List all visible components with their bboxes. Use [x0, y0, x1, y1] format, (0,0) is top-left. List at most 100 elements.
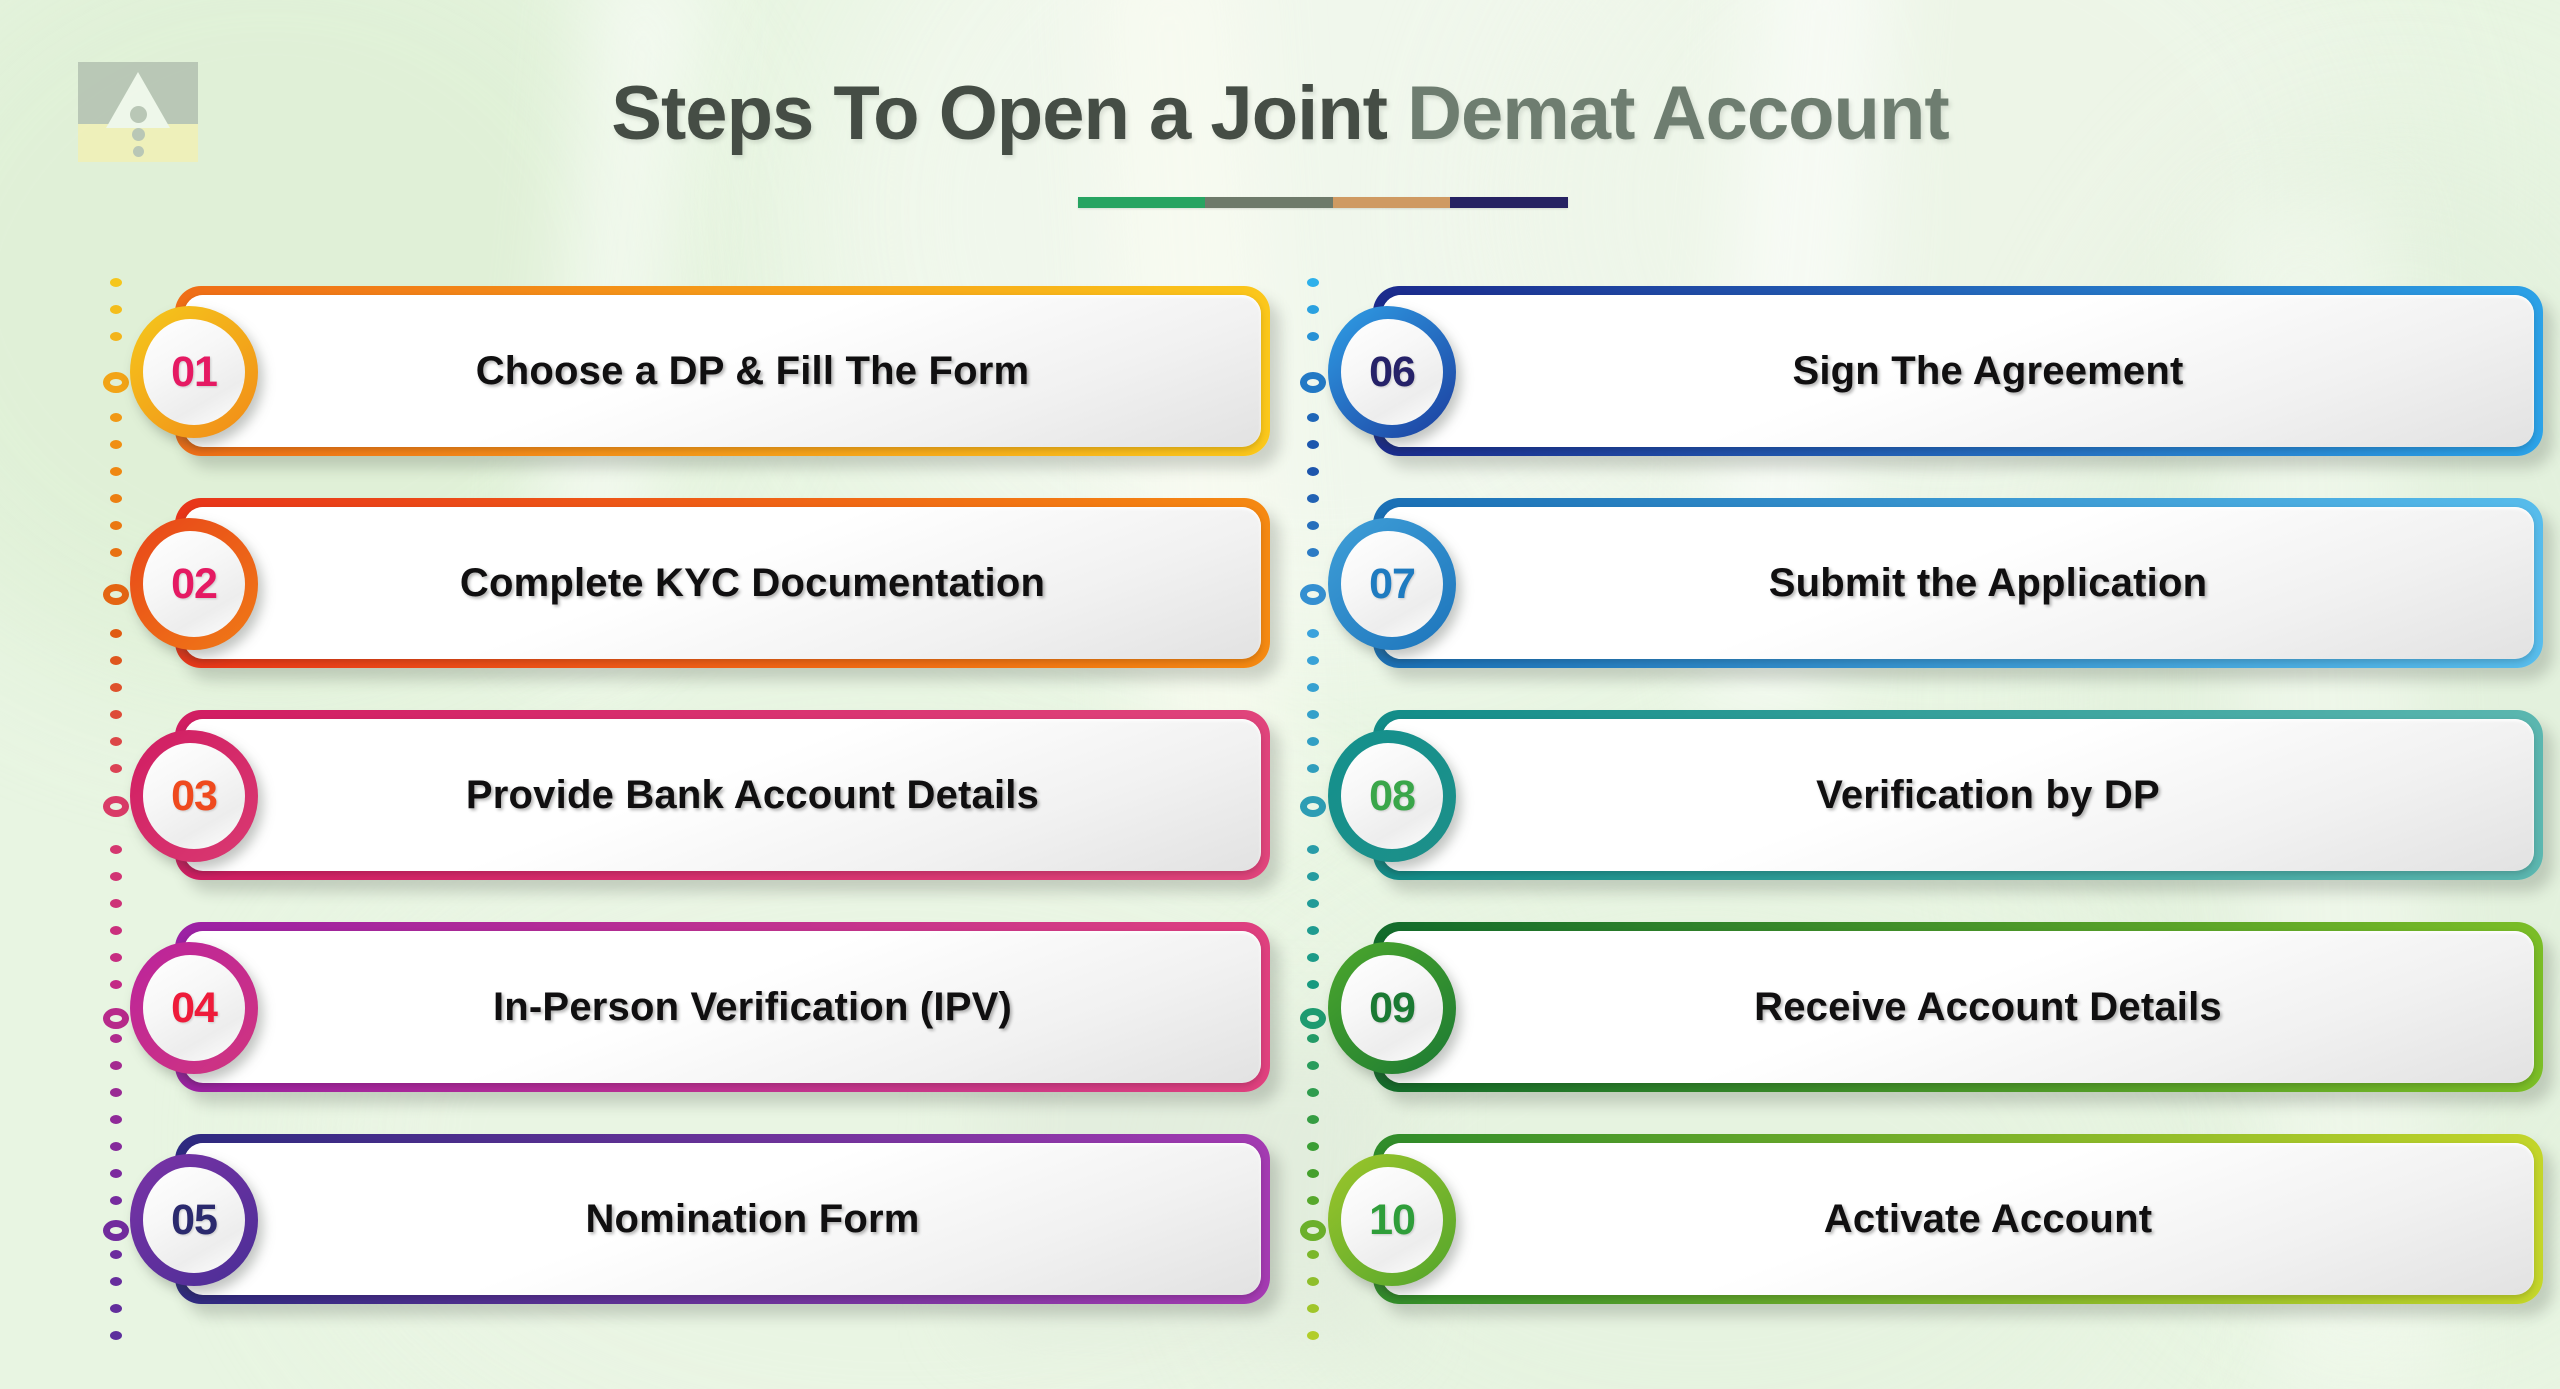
step-number: 04: [171, 983, 218, 1032]
timeline-dot: [110, 332, 122, 341]
timeline-dot: [110, 305, 122, 314]
step-card-surface: Receive Account Details: [1382, 931, 2534, 1083]
timeline-dot: [110, 467, 122, 476]
step-number: 07: [1369, 559, 1416, 608]
step-label: Complete KYC Documentation: [459, 560, 1046, 605]
timeline-dot: [1307, 413, 1319, 422]
step-number-badge[interactable]: 08: [1328, 730, 1456, 862]
step-number-badge[interactable]: 06: [1328, 306, 1456, 438]
step-card[interactable]: Submit the Application: [1373, 498, 2543, 668]
step-label: Submit the Application: [1768, 560, 2208, 605]
step-badge-face: 05: [143, 1167, 245, 1273]
timeline-dot: [110, 926, 122, 935]
timeline-ring-marker: [1300, 796, 1326, 817]
step-row[interactable]: Receive Account Details 09: [1328, 914, 2543, 1126]
timeline-dot: [110, 521, 122, 530]
step-number-badge[interactable]: 05: [130, 1154, 258, 1286]
step-badge-face: 08: [1341, 743, 1443, 849]
step-label: Verification by DP: [1816, 772, 2160, 817]
step-card[interactable]: Verification by DP: [1373, 710, 2543, 880]
timeline-dot: [110, 845, 122, 854]
step-badge-ring: 06: [1328, 306, 1456, 438]
step-row[interactable]: Verification by DP 08: [1328, 702, 2543, 914]
step-row[interactable]: Complete KYC Documentation 02: [130, 490, 1270, 702]
step-number: 05: [171, 1195, 218, 1244]
step-label: Provide Bank Account Details: [465, 772, 1040, 817]
step-card-surface: Activate Account: [1382, 1143, 2534, 1295]
timeline-dot: [110, 710, 122, 719]
timeline-dot: [1307, 467, 1319, 476]
step-row[interactable]: In-Person Verification (IPV)04: [130, 914, 1270, 1126]
timeline-dot: [1307, 1115, 1319, 1124]
timeline-dot: [110, 1088, 122, 1097]
timeline-dot: [1307, 953, 1319, 962]
timeline-dot: [1307, 332, 1319, 341]
timeline-dot: [110, 278, 122, 287]
step-card[interactable]: Provide Bank Account Details: [175, 710, 1270, 880]
timeline-dot: [1307, 278, 1319, 287]
step-badge-face: 02: [143, 531, 245, 637]
timeline-dot: [1307, 980, 1319, 989]
timeline-ring-marker: [103, 1220, 129, 1241]
timeline-dot: [110, 1250, 122, 1259]
timeline-dot: [1307, 494, 1319, 503]
timeline-dot: [110, 1277, 122, 1286]
step-number: 01: [171, 347, 218, 396]
timeline-dot: [110, 1169, 122, 1178]
timeline-dot: [1307, 1142, 1319, 1151]
step-card[interactable]: Nomination Form: [175, 1134, 1270, 1304]
step-number-badge[interactable]: 02: [130, 518, 258, 650]
step-row[interactable]: Choose a DP & Fill The Form 01: [130, 278, 1270, 490]
timeline-dot: [1307, 1196, 1319, 1205]
step-badge-face: 07: [1341, 531, 1443, 637]
step-badge-ring: 02: [130, 518, 258, 650]
step-card-surface: Nomination Form: [184, 1143, 1261, 1295]
step-card[interactable]: In-Person Verification (IPV): [175, 922, 1270, 1092]
step-number: 08: [1369, 771, 1416, 820]
step-card[interactable]: Complete KYC Documentation: [175, 498, 1270, 668]
timeline-dot: [110, 1304, 122, 1313]
step-card[interactable]: Activate Account: [1373, 1134, 2543, 1304]
timeline-spine-right: [1300, 278, 1326, 1340]
page-title: Steps To Open a Joint Demat Account: [0, 70, 2560, 157]
timeline-dot: [1307, 1277, 1319, 1286]
step-row[interactable]: Submit the Application 07: [1328, 490, 2543, 702]
timeline-dot: [1307, 1034, 1319, 1043]
step-badge-ring: 05: [130, 1154, 258, 1286]
step-badge-ring: 10: [1328, 1154, 1456, 1286]
timeline-dot: [110, 980, 122, 989]
timeline-dot: [1307, 845, 1319, 854]
step-card[interactable]: Receive Account Details: [1373, 922, 2543, 1092]
step-badge-face: 03: [143, 743, 245, 849]
step-badge-ring: 07: [1328, 518, 1456, 650]
step-label: Receive Account Details: [1754, 984, 2222, 1029]
step-number-badge[interactable]: 04: [130, 942, 258, 1074]
step-card-surface: Submit the Application: [1382, 507, 2534, 659]
timeline-dot: [110, 1142, 122, 1151]
timeline-dot: [1307, 737, 1319, 746]
step-number-badge[interactable]: 07: [1328, 518, 1456, 650]
timeline-dot: [1307, 548, 1319, 557]
step-number-badge[interactable]: 01: [130, 306, 258, 438]
timeline-ring-marker: [103, 372, 129, 393]
step-number-badge[interactable]: 10: [1328, 1154, 1456, 1286]
step-label: Choose a DP & Fill The Form: [475, 348, 1030, 393]
timeline-dot: [110, 737, 122, 746]
timeline-dot: [110, 683, 122, 692]
step-card[interactable]: Sign The Agreement: [1373, 286, 2543, 456]
timeline-dot: [1307, 305, 1319, 314]
step-card[interactable]: Choose a DP & Fill The Form: [175, 286, 1270, 456]
title-underline-rule: [1078, 197, 1568, 208]
step-badge-ring: 09: [1328, 942, 1456, 1074]
step-row[interactable]: Provide Bank Account Details 03: [130, 702, 1270, 914]
step-number-badge[interactable]: 09: [1328, 942, 1456, 1074]
timeline-dot: [1307, 1331, 1319, 1340]
timeline-ring-marker: [103, 1008, 129, 1029]
step-number-badge[interactable]: 03: [130, 730, 258, 862]
